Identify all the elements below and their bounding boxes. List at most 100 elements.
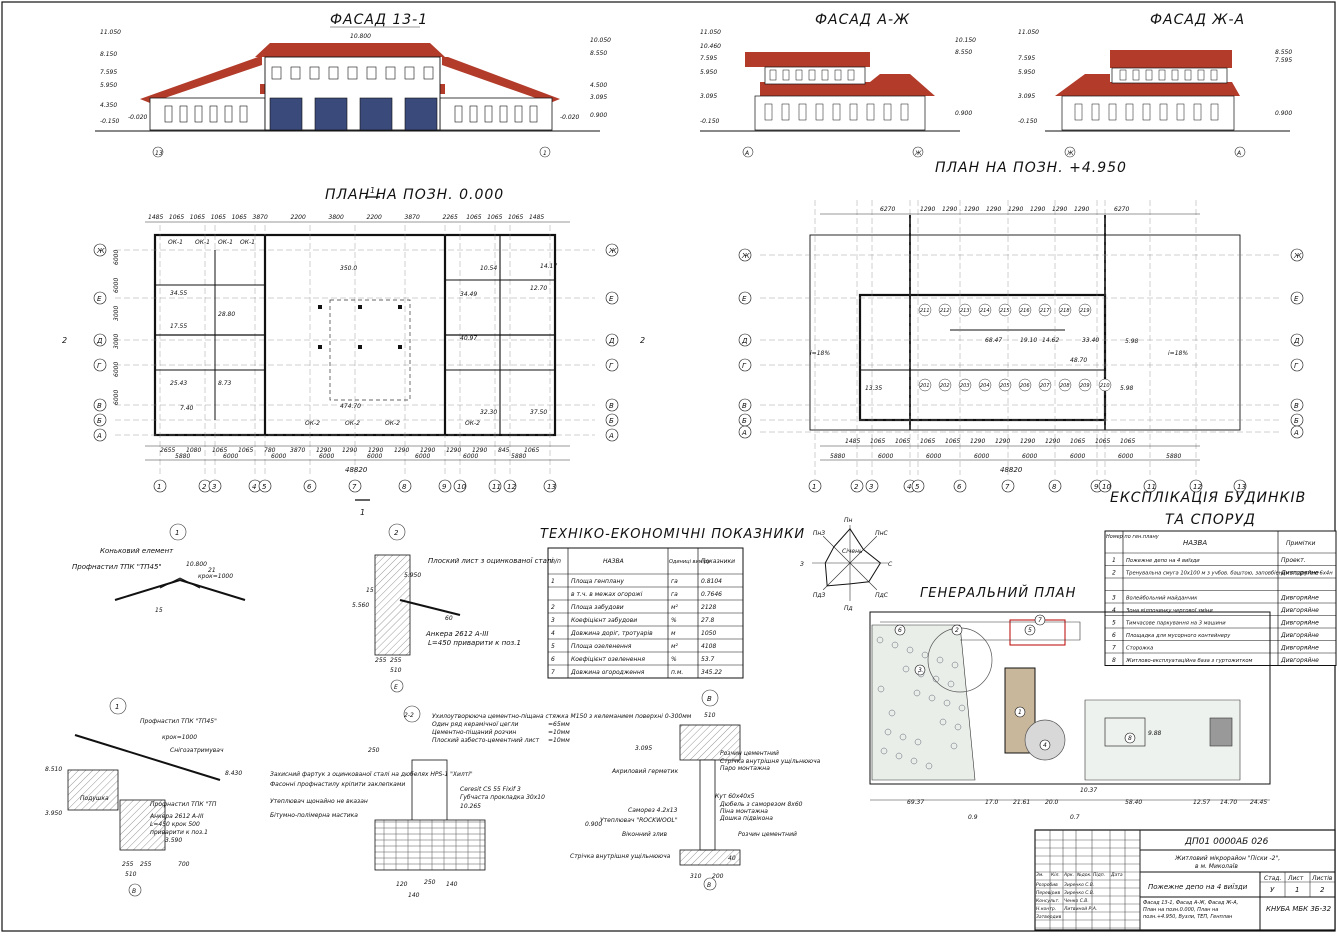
detail-5-label: 310	[690, 873, 702, 880]
plan0-section-top: 1	[370, 186, 375, 195]
plan0-column	[318, 305, 322, 309]
facade-zh-a-title: ФАСАД Ж-А	[1150, 12, 1245, 28]
compass-direction: ПдЗ	[813, 592, 826, 599]
detail-3-label: Профнастил ТПК "ТП45"	[140, 718, 217, 725]
detail-4: 2-2 Ухилоутворююча цементно-піщана стяжк…	[270, 705, 692, 899]
plan0-row-axis-marker-left	[93, 291, 107, 305]
stamp-name: Ченко С.В.	[1064, 898, 1089, 904]
facade-13-1-window	[194, 105, 203, 123]
explik-cell: Дивгоряйне	[1280, 657, 1319, 664]
plan1-room-number: 201	[920, 383, 930, 389]
plan1-col-axis-marker	[1001, 479, 1015, 493]
stamp-role: Консульт.	[1036, 898, 1060, 904]
plan1-bottom-dim: 1290	[995, 438, 1010, 445]
detail-5-label: Стрічка внутрішня ущільнююча	[570, 853, 671, 860]
facade-zh-a-axis-right: А	[1236, 150, 1241, 157]
plan1-room-number: 208	[1060, 383, 1070, 389]
genplan-tree	[884, 728, 892, 736]
facade-13-1-upper-window	[290, 66, 301, 80]
plan0-row-axis-label: Д	[608, 337, 615, 345]
plan1-slope-left: i=18%	[810, 350, 830, 357]
plan1-room-number-marker	[938, 303, 952, 317]
tep-cell: 0.7646	[701, 591, 722, 598]
facade-zh-a-window	[1176, 103, 1185, 121]
explik-cell: Дивгоряйне	[1280, 632, 1319, 639]
plan1-room-number: 206	[1020, 383, 1030, 389]
plan0-row-axis-marker-left	[93, 243, 107, 257]
detail-1-label-4: крок=1000	[198, 573, 233, 580]
detail-3-label: 700	[178, 861, 190, 868]
genplan-tree	[958, 704, 966, 712]
plan1-col-axis-label: 7	[1005, 483, 1010, 491]
facade-zh-a-level-right: 0.900	[1275, 110, 1292, 117]
detail-2-label-6: L=450 приварити к поз.1	[428, 639, 521, 647]
facade-13-1-window	[469, 105, 478, 123]
tep-cell: 345.22	[701, 669, 722, 676]
plan0-bottom-dim: 3870	[290, 447, 305, 454]
detail-3-label: 510	[125, 871, 137, 878]
explik-header-cell: Номер по ген.плану	[1106, 534, 1160, 540]
detail-3: 1 Профнастил ТПК "ТП45"крок=1000Снігозат…	[45, 697, 242, 897]
plan0-col-axis-label: 9	[442, 483, 447, 491]
plan0-bottom-dim2: 6000	[271, 453, 286, 460]
plan1-bottom-dim: 1065	[920, 438, 935, 445]
compass-direction: ПнС	[875, 530, 888, 537]
genplan-dim: 0.7	[1070, 814, 1080, 821]
plan0-top-dim: 1065	[232, 214, 247, 221]
tep-cell: 7	[551, 669, 555, 676]
plan1-row-axis-label: Г	[742, 362, 747, 370]
genplan-dim: 14.70	[1220, 799, 1237, 806]
plan1-room-number: 203	[960, 383, 970, 389]
explik-cell: Дивгоряйне	[1280, 607, 1319, 614]
facade-13-1-level-right: 0.900	[590, 112, 607, 119]
genplan-tree	[891, 641, 899, 649]
tep-cell: Площа озеленення	[571, 643, 632, 650]
stamp-col-header: Підп.	[1093, 872, 1105, 878]
detail-5-label: Акриловий герметик	[611, 768, 678, 775]
facade-13-1-garage-door	[359, 97, 393, 131]
facade-zh-a-window	[1132, 69, 1140, 81]
plan1-col-axis-label: 13	[1237, 483, 1246, 491]
facade-a-zh-title: ФАСАД А-Ж	[815, 12, 910, 28]
plan0-top-dim: 2200	[367, 214, 382, 221]
plan1-col-axis-marker	[1048, 479, 1062, 493]
plan0-room-area: 40.97	[460, 335, 477, 342]
plan1-row-axis-marker-left	[738, 291, 752, 305]
facade-zh-a-lower-roof	[1055, 74, 1240, 96]
plan0-window-mark: ОК-1	[218, 239, 233, 246]
facade-zh-a-window	[1142, 103, 1151, 121]
plan0-room-area: 350.0	[340, 265, 357, 272]
tep-header-cell: Показники	[701, 558, 735, 565]
stamp-name: Зиренко С.В.	[1064, 882, 1094, 888]
tep-cell: п.м.	[671, 669, 683, 676]
plan1-bottom-dim: 1065	[945, 438, 960, 445]
plan1-row-axis-marker-left	[738, 248, 752, 262]
plan1-top-dim: 6270	[880, 206, 895, 213]
plan0-side-dim: 6000	[113, 390, 120, 405]
facade-13-1-level-left: 7.595	[100, 69, 117, 76]
facade-zh-a-level-right: 7.595	[1275, 57, 1292, 64]
plan0-row-axis-marker-right	[605, 243, 619, 257]
detail-3-label: 255	[122, 861, 134, 868]
detail-3-label: Анкера 2612 А-ІІІ	[149, 813, 204, 820]
genplan-dim: 20.0	[1045, 799, 1059, 806]
plan1-room-number-marker	[998, 303, 1012, 317]
detail-1-label-0: Коньковий елемент	[100, 547, 174, 555]
plan1-col-axis-marker	[808, 479, 822, 493]
plan0-bottom-dim2: 6000	[367, 453, 382, 460]
plan1-room-number: 214	[980, 308, 990, 314]
genplan-dim: 10.37	[1080, 787, 1097, 794]
plan1-bottom-dim: 1485	[845, 438, 860, 445]
facade-13-1-left-roof	[140, 57, 262, 103]
genplan-tree	[888, 709, 896, 717]
plan0-col-axis-label: 2	[202, 483, 207, 491]
plan1-bottom-dim: 1290	[1020, 438, 1035, 445]
plan0-row-axis-marker-left	[93, 428, 107, 442]
plan0-window-mark: ОК-2	[385, 420, 400, 427]
plan1-col-axis-label: 10	[1102, 483, 1111, 491]
facade-zh-a-window	[1171, 69, 1179, 81]
stamp-project-2: в м. Миколаїв	[1195, 863, 1238, 870]
plan1-col-axis-label: 9	[1094, 483, 1099, 491]
